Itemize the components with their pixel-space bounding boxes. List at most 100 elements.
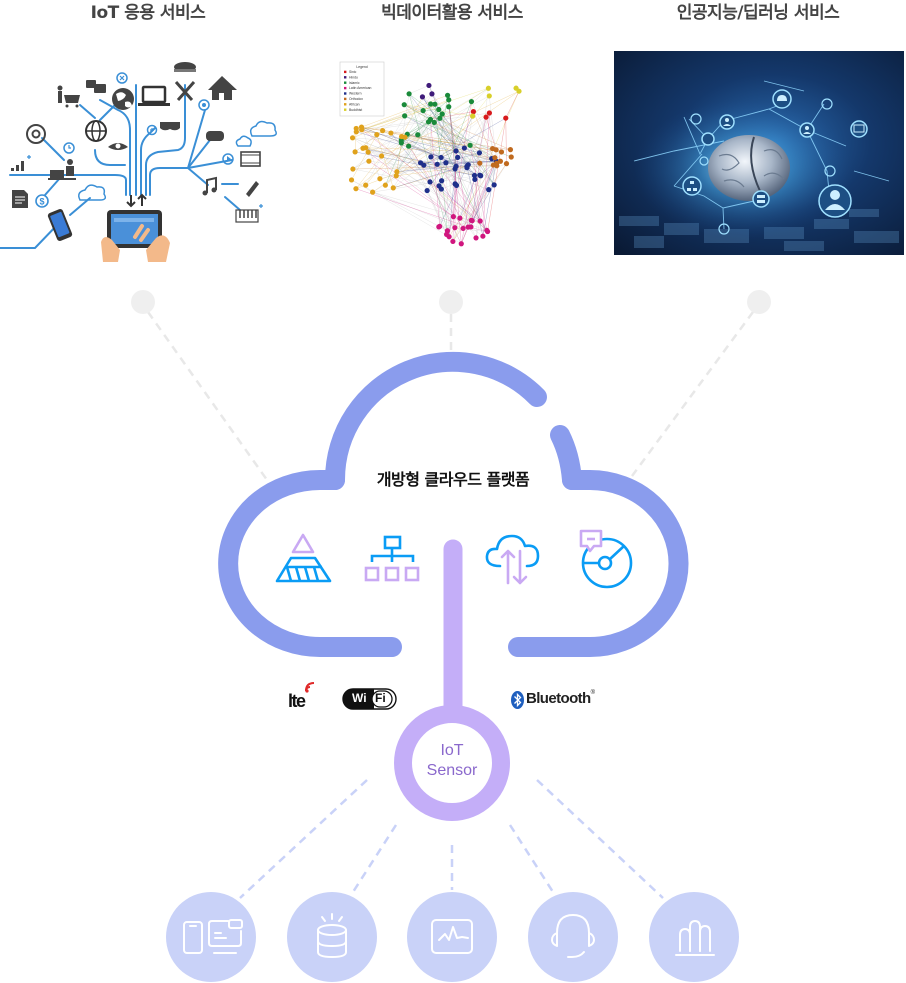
network-node [486,93,492,99]
food-icon [174,62,196,101]
network-edge [365,137,406,186]
globe-icon [85,120,107,142]
ai-illustration-svg [614,51,904,255]
service-dot-ai [747,290,771,314]
device-circle-1[interactable] [166,892,256,982]
network-edge [461,158,492,244]
network-node [350,166,356,172]
network-edge [408,93,492,159]
network-node [378,153,385,159]
legend-entry-label: Latin American [349,86,372,90]
device-circle-2[interactable] [287,892,377,982]
network-edge [385,88,489,186]
network-node [374,132,380,138]
network-edge [430,119,440,227]
network-edge [408,146,495,158]
network-nodes [348,82,522,247]
network-edge [355,188,469,228]
network-node-icon [701,132,715,146]
iot-branch-line [187,109,206,169]
cloud-left-lobe [218,470,402,657]
network-node [377,176,383,182]
network-node [485,85,492,91]
bar-stats-icon [675,920,715,956]
network-edge [505,118,507,164]
iot-branch-line [187,159,233,169]
legend-swatch [344,103,347,106]
network-node [486,187,492,193]
iot-sensor-label: IoT Sensor [402,741,502,781]
network-edge [352,88,489,170]
network-edge [431,93,468,168]
network-edge [468,117,487,165]
network-edge [408,93,448,231]
network-node [426,82,432,89]
lte-label: lte [288,691,306,711]
network-edge [404,104,424,111]
cloud-icon [78,120,277,201]
device-circle-3[interactable] [407,892,497,982]
network-edge [352,95,490,170]
iot-illustration-svg: $ [0,62,277,262]
network-edge [472,163,480,221]
network-edge [390,132,502,153]
network-node [439,111,445,117]
bluetooth-label: Bluetooth® [526,690,595,707]
legend-swatch [344,97,347,101]
network-node [453,148,459,154]
service-title-iot: IoT 응용 서비스 [90,3,206,23]
network-edge [382,130,475,176]
wifi-logo: Wi Fi [342,688,398,710]
legend-swatch [344,86,347,90]
network-edge [355,147,465,189]
legend-swatch [344,108,347,111]
lte-signal-icon [305,682,315,693]
legend-title: Legend [356,65,367,69]
svg-text:$: $ [39,197,44,207]
network-node [432,101,438,107]
dollar-icon: $ [35,194,49,208]
chat-bubbles-icon [86,80,106,93]
network-node [472,176,478,183]
network-edge [474,175,481,222]
lte-logo: lte [288,680,324,714]
iot-branch-line [187,167,209,186]
service-dot-iot [131,290,155,314]
network-edge [361,127,381,179]
signal-bars-icon [11,155,31,171]
bluetooth-logo: Bluetooth® [511,690,595,710]
network-node [394,169,400,175]
network-edge [365,147,440,187]
network-edge [368,152,454,217]
network-node [398,133,405,140]
network-node [406,91,412,97]
headset-support-icon [551,914,595,958]
legend-swatch [344,76,347,79]
network-edge [461,165,494,244]
network-node [494,163,500,169]
network-edge [441,180,472,221]
network-node [470,109,477,115]
network-edge [351,179,448,231]
legend-entry-label: Western [349,92,362,96]
network-edge [434,88,489,123]
wifi-label-right: Fi [375,691,386,705]
network-node [424,187,430,194]
network-edge [438,101,472,186]
network-node [419,94,426,100]
network-edge [361,95,448,128]
network-node [428,154,434,160]
network-node [508,154,514,160]
network-edge [428,121,494,166]
network-node [486,110,492,116]
network-node [450,214,456,220]
network-edge [430,156,461,219]
device-circle-5[interactable] [649,892,739,982]
network-edge [409,85,430,94]
iot-branch-line [41,137,65,161]
network-edge [468,163,507,228]
device-circle-4[interactable] [528,892,618,982]
wifi-label-left: Wi [352,691,367,705]
iot-branch-line [79,104,96,119]
network-edge [356,112,490,132]
